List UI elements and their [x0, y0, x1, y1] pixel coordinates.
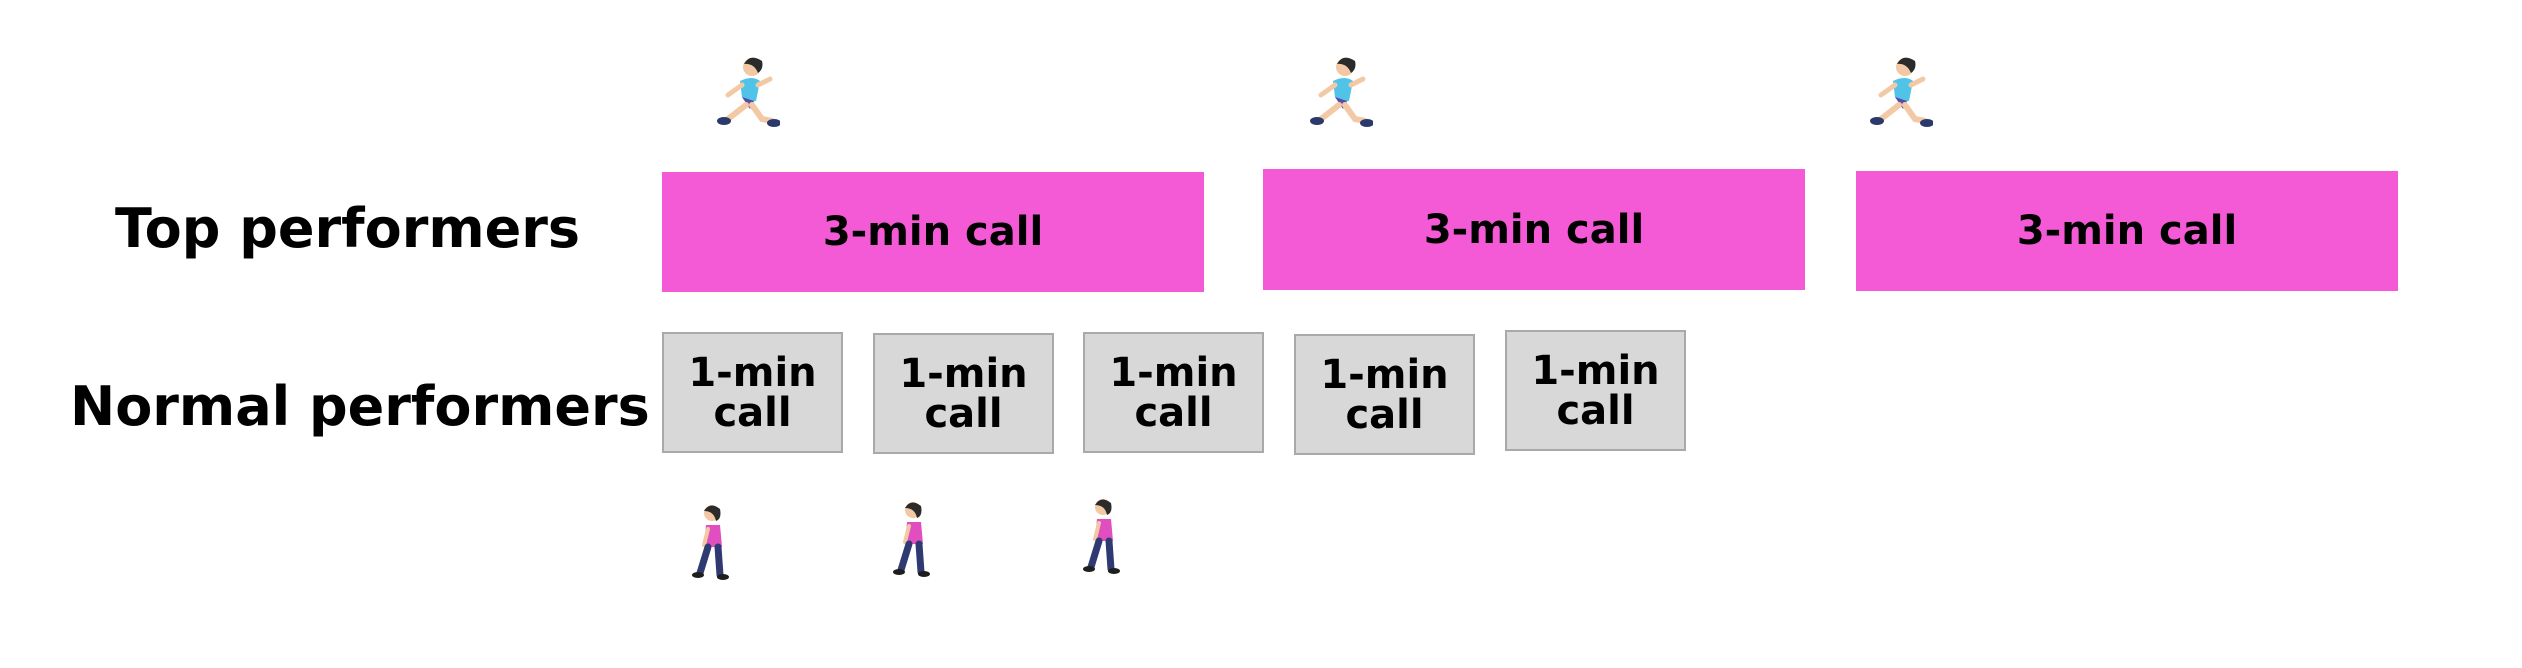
woman-walking-icon: [1083, 499, 1120, 574]
woman-walking-icon: [893, 502, 930, 577]
one-min-call-box: 1-min call: [1505, 330, 1686, 451]
three-min-call-box: 3-min call: [662, 172, 1204, 292]
woman-running-icon: [1870, 57, 1933, 127]
one-min-call-box: 1-min call: [1294, 334, 1475, 455]
woman-walking-icon: [692, 505, 729, 580]
woman-running-icon: [1310, 57, 1373, 127]
three-min-call-box: 3-min call: [1263, 169, 1805, 290]
woman-running-icon: [717, 57, 780, 127]
one-min-call-box: 1-min call: [662, 332, 843, 453]
row-label-normal-performers: Normal performers: [70, 375, 650, 438]
one-min-call-box: 1-min call: [1083, 332, 1264, 453]
three-min-call-box: 3-min call: [1856, 171, 2398, 291]
one-min-call-box: 1-min call: [873, 333, 1054, 454]
row-label-top-performers: Top performers: [115, 197, 581, 260]
